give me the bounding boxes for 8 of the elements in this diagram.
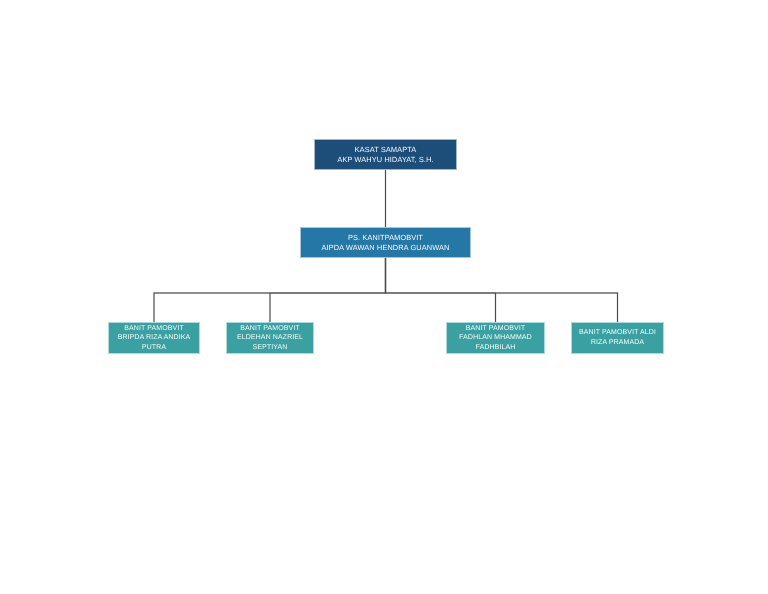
unit-box <box>300 227 471 258</box>
member-box <box>108 322 200 354</box>
connector-line <box>384 258 618 322</box>
connector-line <box>384 170 386 227</box>
head-box <box>314 139 457 170</box>
member-box <box>446 322 545 354</box>
member-box <box>226 322 314 354</box>
member-box <box>571 322 664 354</box>
